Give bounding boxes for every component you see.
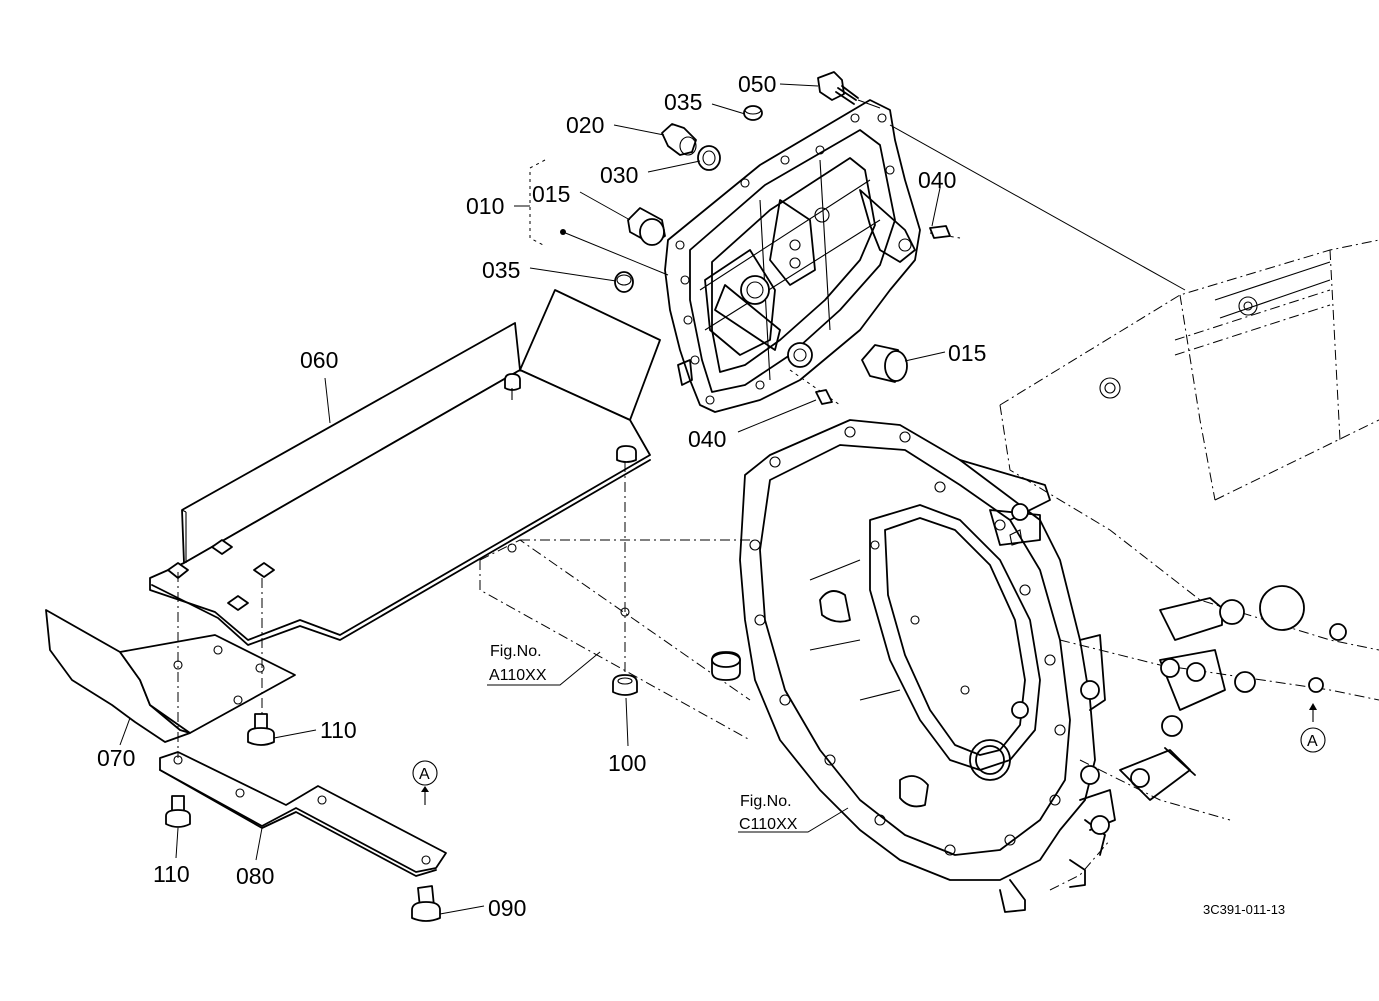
clutch-housing — [739, 419, 1116, 913]
label-080: 080 — [236, 863, 274, 889]
part-040-pin-lower — [815, 389, 833, 405]
label-015-lower: 015 — [948, 340, 986, 366]
label-030: 030 — [600, 162, 638, 188]
marker-a-left-label: A — [419, 766, 430, 783]
part-015-bushing-upper — [627, 207, 666, 246]
part-110-bolt-upper — [247, 713, 275, 746]
part-070-guard — [45, 609, 296, 743]
part-020-plug — [661, 123, 697, 156]
label-020: 020 — [566, 112, 604, 138]
label-060: 060 — [300, 347, 338, 373]
label-040-upper: 040 — [918, 167, 956, 193]
drawing-id: 3C391-011-13 — [1203, 902, 1285, 917]
part-050-bolt — [817, 71, 859, 105]
label-040-lower: 040 — [688, 426, 726, 452]
marker-a-right-label: A — [1307, 733, 1318, 750]
label-015-upper: 015 — [532, 181, 570, 207]
label-050: 050 — [738, 71, 776, 97]
part-110-bolt-lower — [165, 795, 191, 828]
fig-ref-c-title: Fig.No. — [740, 793, 792, 810]
label-090: 090 — [488, 895, 526, 921]
label-110-upper: 110 — [320, 717, 357, 743]
fig-ref-a-code: A110XX — [489, 667, 547, 684]
label-035-upper: 035 — [664, 89, 702, 115]
part-035-plug-lower — [614, 271, 634, 293]
transmission-housing — [999, 239, 1379, 891]
fig-ref-a-title: Fig.No. — [490, 643, 542, 660]
part-080-bracket — [159, 751, 447, 877]
view-marker-a-left — [412, 760, 438, 805]
fig-ref-c-code: C110XX — [739, 816, 798, 833]
label-110-lower: 110 — [153, 861, 190, 887]
part-060-cover-plate — [149, 289, 661, 646]
part-015-bushing-lower — [861, 344, 908, 383]
front-cover — [664, 99, 921, 413]
part-030-seal — [697, 145, 721, 171]
part-100-nut — [612, 674, 638, 696]
label-035-lower: 035 — [482, 257, 520, 283]
part-035-plug-upper — [743, 105, 763, 121]
label-010: 010 — [466, 193, 504, 219]
frame-bar — [479, 539, 751, 741]
label-100: 100 — [608, 750, 646, 776]
part-090-bolt — [411, 885, 441, 922]
view-marker-a-right — [1300, 703, 1326, 753]
part-040-pin-upper — [929, 225, 951, 239]
label-070: 070 — [97, 745, 135, 771]
